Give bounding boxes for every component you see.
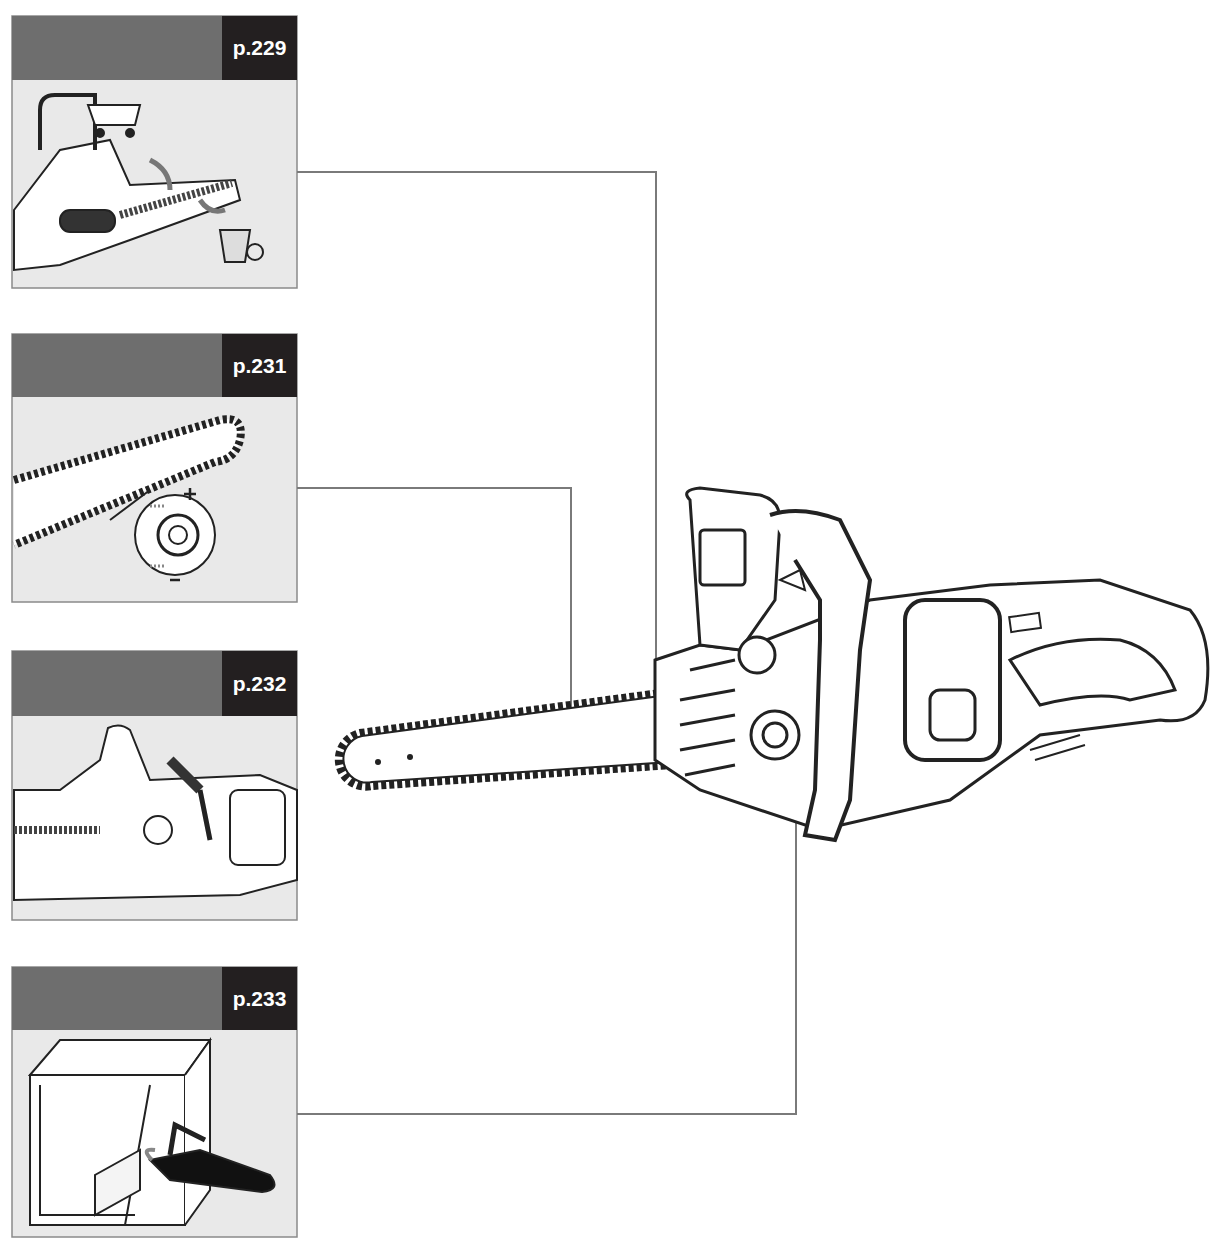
panel-ground xyxy=(12,967,297,1237)
page-reference: p.232 xyxy=(233,672,287,696)
tension-illustration xyxy=(14,419,241,580)
page-panel: p.232 xyxy=(12,651,297,716)
page-tag: p.229 xyxy=(222,16,297,80)
leader-line xyxy=(297,172,796,1114)
page-tag: p.233 xyxy=(222,967,297,1030)
page-reference: p.233 xyxy=(233,987,287,1011)
page-tag: p.231 xyxy=(222,334,297,397)
chainsaw xyxy=(340,488,1208,840)
cabinet-illustration xyxy=(30,1040,275,1225)
panel-ground xyxy=(12,651,297,920)
page-tag: p.232 xyxy=(222,651,297,716)
charge-illustration xyxy=(14,725,297,900)
page-panel: p.233 xyxy=(12,967,297,1030)
page-panel: p.229 xyxy=(12,16,297,80)
panel-ground xyxy=(12,334,297,602)
page-panel: p.231 xyxy=(12,334,297,397)
panel-ground xyxy=(12,16,297,288)
page-reference: p.231 xyxy=(233,354,287,378)
oil-illustration xyxy=(14,95,263,270)
page-reference: p.229 xyxy=(233,36,287,60)
